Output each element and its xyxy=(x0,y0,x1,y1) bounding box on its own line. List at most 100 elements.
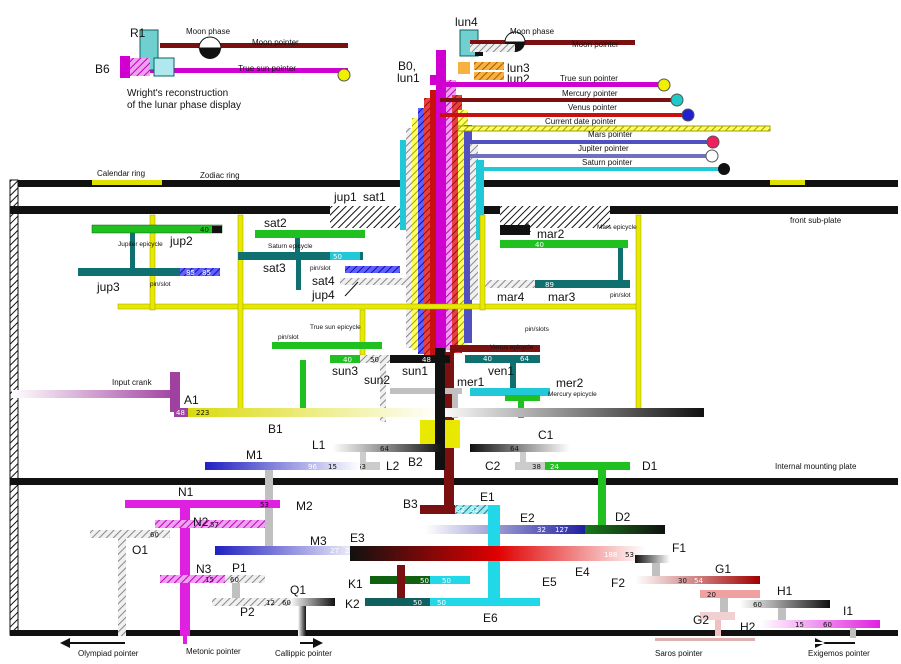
tooth-p1: 60 xyxy=(230,576,239,584)
tooth-m3: 27 xyxy=(330,547,339,555)
gear-label-I1: I1 xyxy=(843,604,853,618)
right-moon-phase-label: Moon phase xyxy=(510,27,555,36)
gear-label-sat1: sat1 xyxy=(363,190,386,204)
gear-label-L1: L1 xyxy=(312,438,326,452)
gear-label-M1: M1 xyxy=(246,448,263,462)
tooth-c1: 64 xyxy=(510,445,519,453)
gear-label-M3: M3 xyxy=(310,534,327,548)
gear-label-sat3: sat3 xyxy=(263,261,286,275)
gear-label-B2: B2 xyxy=(408,455,423,469)
gear-label-sun3: sun3 xyxy=(332,364,358,378)
saturn-train xyxy=(238,230,410,290)
tooth-ven1b: 64 xyxy=(520,355,529,363)
tooth-b1: 223 xyxy=(196,409,209,417)
saros-pointer-label: Saros pointer xyxy=(655,649,703,658)
gear-label-H2: H2 xyxy=(740,620,756,634)
tooth-e2b: 127 xyxy=(555,526,568,534)
gear-label-D1: D1 xyxy=(642,459,658,473)
right-moon-pointer-label: Moon pointer xyxy=(572,40,619,49)
gear-label-C1: C1 xyxy=(538,428,554,442)
venus-epicycle-label: Venus epicycle xyxy=(490,344,534,351)
gear-label-D2: D2 xyxy=(615,510,631,524)
olympiad-pointer-label: Olympiad pointer xyxy=(78,649,139,658)
gear-label-lun3: lun3 xyxy=(507,61,530,75)
tooth-jup3b: 85 xyxy=(202,269,211,277)
left-true-sun-pointer-label: True sun pointer xyxy=(238,64,296,73)
gear-label-jup1: jup1 xyxy=(333,190,357,204)
gear-label-E2: E2 xyxy=(520,511,535,525)
venus-pointer-label: Venus pointer xyxy=(568,103,617,112)
front-sub-plate-label: front sub-plate xyxy=(790,216,842,225)
saros-exeligmos-train xyxy=(350,505,645,606)
mars-pinslot-label: pin/slot xyxy=(610,292,631,299)
lunar-phase-assembly xyxy=(430,29,635,85)
gear-label-lun1: lun1 xyxy=(397,71,420,85)
jup4-pointer-line xyxy=(344,281,359,297)
tooth-f2a: 30 xyxy=(678,577,687,585)
current-date-pointer-label: Current date pointer xyxy=(545,117,616,126)
wright-caption-line2: of the lunar phase display xyxy=(127,100,241,111)
gear-label-mar1: mar1 xyxy=(504,221,532,235)
gear-label-B1: B1 xyxy=(268,422,283,436)
tooth-mar2: 40 xyxy=(535,241,544,249)
gear-label-E1: E1 xyxy=(480,490,495,504)
sun-pinslot-label: pin/slot xyxy=(278,334,299,341)
jup-pinslot-label: pin/slot xyxy=(150,281,171,288)
tooth-m2: 15 xyxy=(328,463,337,471)
tooth-k2a: 50 xyxy=(413,599,422,607)
tooth-i1: 60 xyxy=(823,621,832,629)
tooth-sat: 50 xyxy=(333,253,342,261)
gear-label-E5: E5 xyxy=(542,575,557,589)
left-moon-phase-label: Moon phase xyxy=(186,27,231,36)
zodiac-ring-label: Zodiac ring xyxy=(200,171,240,180)
gear-label-ven1: ven1 xyxy=(488,364,514,378)
gear-label-mar3: mar3 xyxy=(548,290,576,304)
tooth-k1a: 50 xyxy=(420,577,429,585)
sat-pinslot-label: pin/slot xyxy=(310,265,331,272)
tooth-k2b: 50 xyxy=(437,599,446,607)
gear-label-G1: G1 xyxy=(715,562,731,576)
gear-label-B3: B3 xyxy=(403,497,418,511)
gear-label-N2: N2 xyxy=(193,515,209,529)
gear-label-jup4: jup4 xyxy=(311,288,335,302)
tooth-n1: 53 xyxy=(260,501,269,509)
metonic-pointer-label: Metonic pointer xyxy=(186,647,241,656)
tooth-jup2: 40 xyxy=(200,226,209,234)
gear-label-F2: F2 xyxy=(611,576,625,590)
true-sun-epicycle-label: True sun epicycle xyxy=(310,324,361,331)
planet-pointers xyxy=(440,78,771,175)
saturn-epicycle-label: Saturn epicycle xyxy=(268,243,313,250)
gear-label-F1: F1 xyxy=(672,541,686,555)
gear-label-E3: E3 xyxy=(350,531,365,545)
gear-label-Q1: Q1 xyxy=(290,583,306,597)
tooth-k1b: 50 xyxy=(442,577,451,585)
yellow-frame-rods xyxy=(117,214,642,448)
gear-label-mar4: mar4 xyxy=(497,290,525,304)
gear-label-N1: N1 xyxy=(178,485,194,499)
gear-label-P2: P2 xyxy=(240,605,255,619)
saturn-pointer-label: Saturn pointer xyxy=(582,158,633,167)
tooth-b3: 32 xyxy=(456,506,465,514)
sun-venus-mercury-train xyxy=(272,342,550,422)
mercury-epicycle-label: Mercury epicycle xyxy=(548,391,597,398)
tooth-f2b: 54 xyxy=(694,577,703,585)
gear-label-K1: K1 xyxy=(348,577,363,591)
gear-label-G2: G2 xyxy=(693,613,709,627)
gear-label-C2: C2 xyxy=(485,459,501,473)
tooth-sun3b: 50 xyxy=(370,356,379,364)
tooth-n3: 15 xyxy=(205,576,214,584)
wright-lunar-display xyxy=(120,29,351,82)
tooth-a1: 48 xyxy=(176,409,185,417)
gear-label-E6: E6 xyxy=(483,611,498,625)
gear-label-jup3: jup3 xyxy=(96,280,120,294)
gear-label-K2: K2 xyxy=(345,597,360,611)
gear-label-mer2: mer2 xyxy=(556,376,584,390)
callippic-pointer-label: Callippic pointer xyxy=(275,649,332,658)
gear-label-mar2: mar2 xyxy=(537,227,565,241)
input-crank-label: Input crank xyxy=(112,378,153,387)
gear-label-jup2: jup2 xyxy=(169,234,193,248)
gear-label-sun1: sun1 xyxy=(402,364,428,378)
tooth-sun1: 48 xyxy=(422,356,431,364)
gear-label-P1: P1 xyxy=(232,561,247,575)
